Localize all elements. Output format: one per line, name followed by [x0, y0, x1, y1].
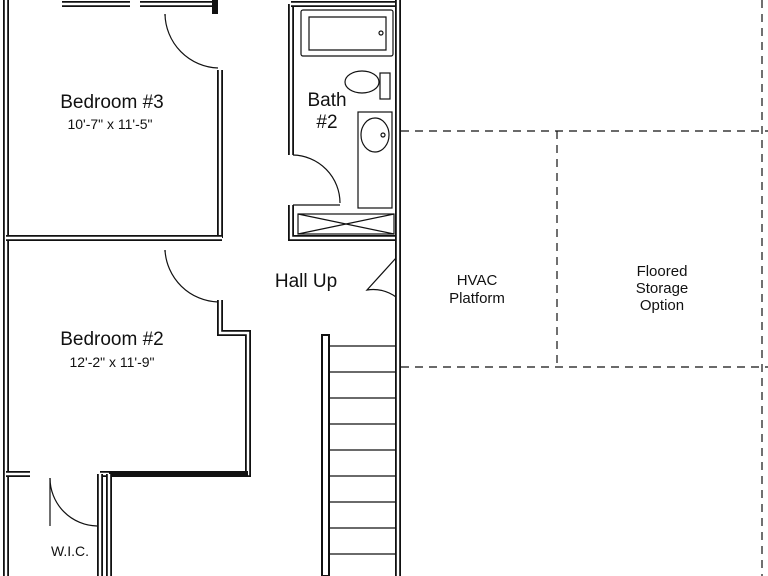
bath2-name-line1: Bath	[307, 90, 346, 111]
hvac-line2: Platform	[449, 290, 505, 307]
stairs	[321, 334, 396, 576]
storage-line1: Floored	[637, 263, 688, 280]
bath2-name-line2: #2	[316, 112, 337, 133]
walls	[3, 0, 401, 576]
bath-fixtures	[297, 9, 395, 235]
storage-line3: Option	[640, 297, 684, 314]
bedroom3-dims: 10'-7" x 11'-5"	[67, 116, 152, 132]
hall-name: Hall Up	[275, 271, 337, 292]
doors	[49, 13, 397, 527]
attic-outlines	[401, 0, 768, 576]
bedroom2-name: Bedroom #2	[60, 329, 164, 350]
wic-name: W.I.C.	[51, 543, 89, 559]
hvac-line1: HVAC	[457, 272, 498, 289]
storage-line2: Storage	[636, 280, 689, 297]
bedroom2-dims: 12'-2" x 11'-9"	[69, 354, 154, 370]
bedroom3-name: Bedroom #3	[60, 92, 164, 113]
